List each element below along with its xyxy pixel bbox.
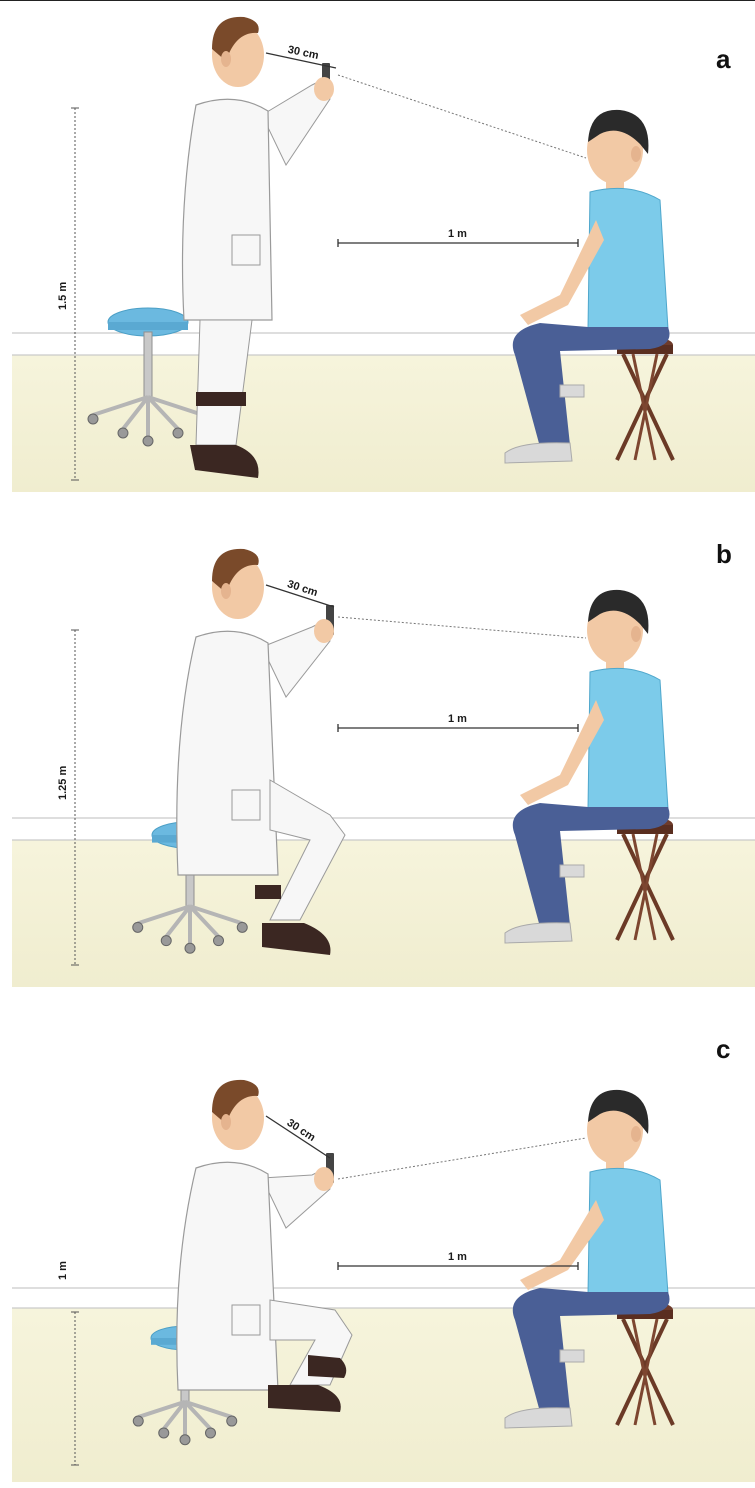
height-label: 1.5 m (57, 282, 69, 310)
examiner-coat (177, 631, 278, 875)
panel-label: b (716, 539, 732, 569)
subject-shirt (588, 1168, 668, 1294)
stool-caster (237, 922, 247, 932)
subject-shoe-back (560, 865, 584, 877)
stool-caster (214, 936, 224, 946)
subject-shoe-back (560, 1350, 584, 1362)
subject-distance-label: 1 m (448, 228, 467, 240)
stool-caster (185, 943, 195, 953)
stool-caster (118, 428, 128, 438)
examiner-ear (221, 1114, 231, 1130)
examiner-hand (314, 1167, 334, 1191)
subject-shoe-back (560, 385, 584, 397)
floor (12, 1308, 755, 1482)
examiner-hand (314, 619, 334, 643)
subject-shirt (588, 188, 668, 329)
eye-distance-label: 30 cm (286, 578, 320, 599)
examiner-shoe-back (196, 392, 246, 406)
panel-c: c 1 m 30 cm 1 m (12, 1034, 755, 1482)
stool-caster (143, 436, 153, 446)
subject-ear (631, 146, 641, 162)
sight-line (338, 75, 586, 158)
stool-caster (161, 936, 171, 946)
examiner-hand (314, 77, 334, 101)
subject-distance-label: 1 m (448, 1251, 467, 1263)
stool-post (144, 332, 152, 397)
stool-caster (206, 1428, 216, 1438)
examiner-ear (221, 51, 231, 67)
subject-shirt (588, 668, 668, 809)
sight-line (338, 617, 586, 638)
height-label: 1.25 m (57, 766, 69, 800)
examiner-coat (183, 99, 273, 320)
sight-line (338, 1138, 586, 1179)
subject-ear (631, 626, 641, 642)
stool-caster (173, 428, 183, 438)
panel-b: b 1.25 m 30 cm 1 m (12, 539, 755, 987)
stool-caster (133, 1416, 143, 1426)
subject-ear (631, 1126, 641, 1142)
eye-distance-label: 30 cm (285, 1117, 318, 1144)
stool-seat-side (108, 322, 188, 330)
stool-caster (133, 922, 143, 932)
floor (12, 840, 755, 987)
examiner-ear (221, 583, 231, 599)
examiner-coat (177, 1162, 278, 1390)
examiner-shoe-back (255, 885, 281, 899)
subject-distance-label: 1 m (448, 713, 467, 725)
panel-a: a 1.5 m 30 cm 1 m (12, 17, 755, 492)
eye-distance-label: 30 cm (287, 44, 320, 62)
stool-caster (227, 1416, 237, 1426)
height-label: 1 m (57, 1261, 69, 1280)
panels-root: a 1.5 m 30 cm 1 m b 1.25 m 30 cm 1 m c 1 m 30 cm 1 … (12, 17, 755, 1482)
panel-label: a (716, 44, 731, 74)
stool-caster (88, 414, 98, 424)
stool-caster (159, 1428, 169, 1438)
stool-caster (180, 1435, 190, 1445)
panel-label: c (716, 1034, 730, 1064)
